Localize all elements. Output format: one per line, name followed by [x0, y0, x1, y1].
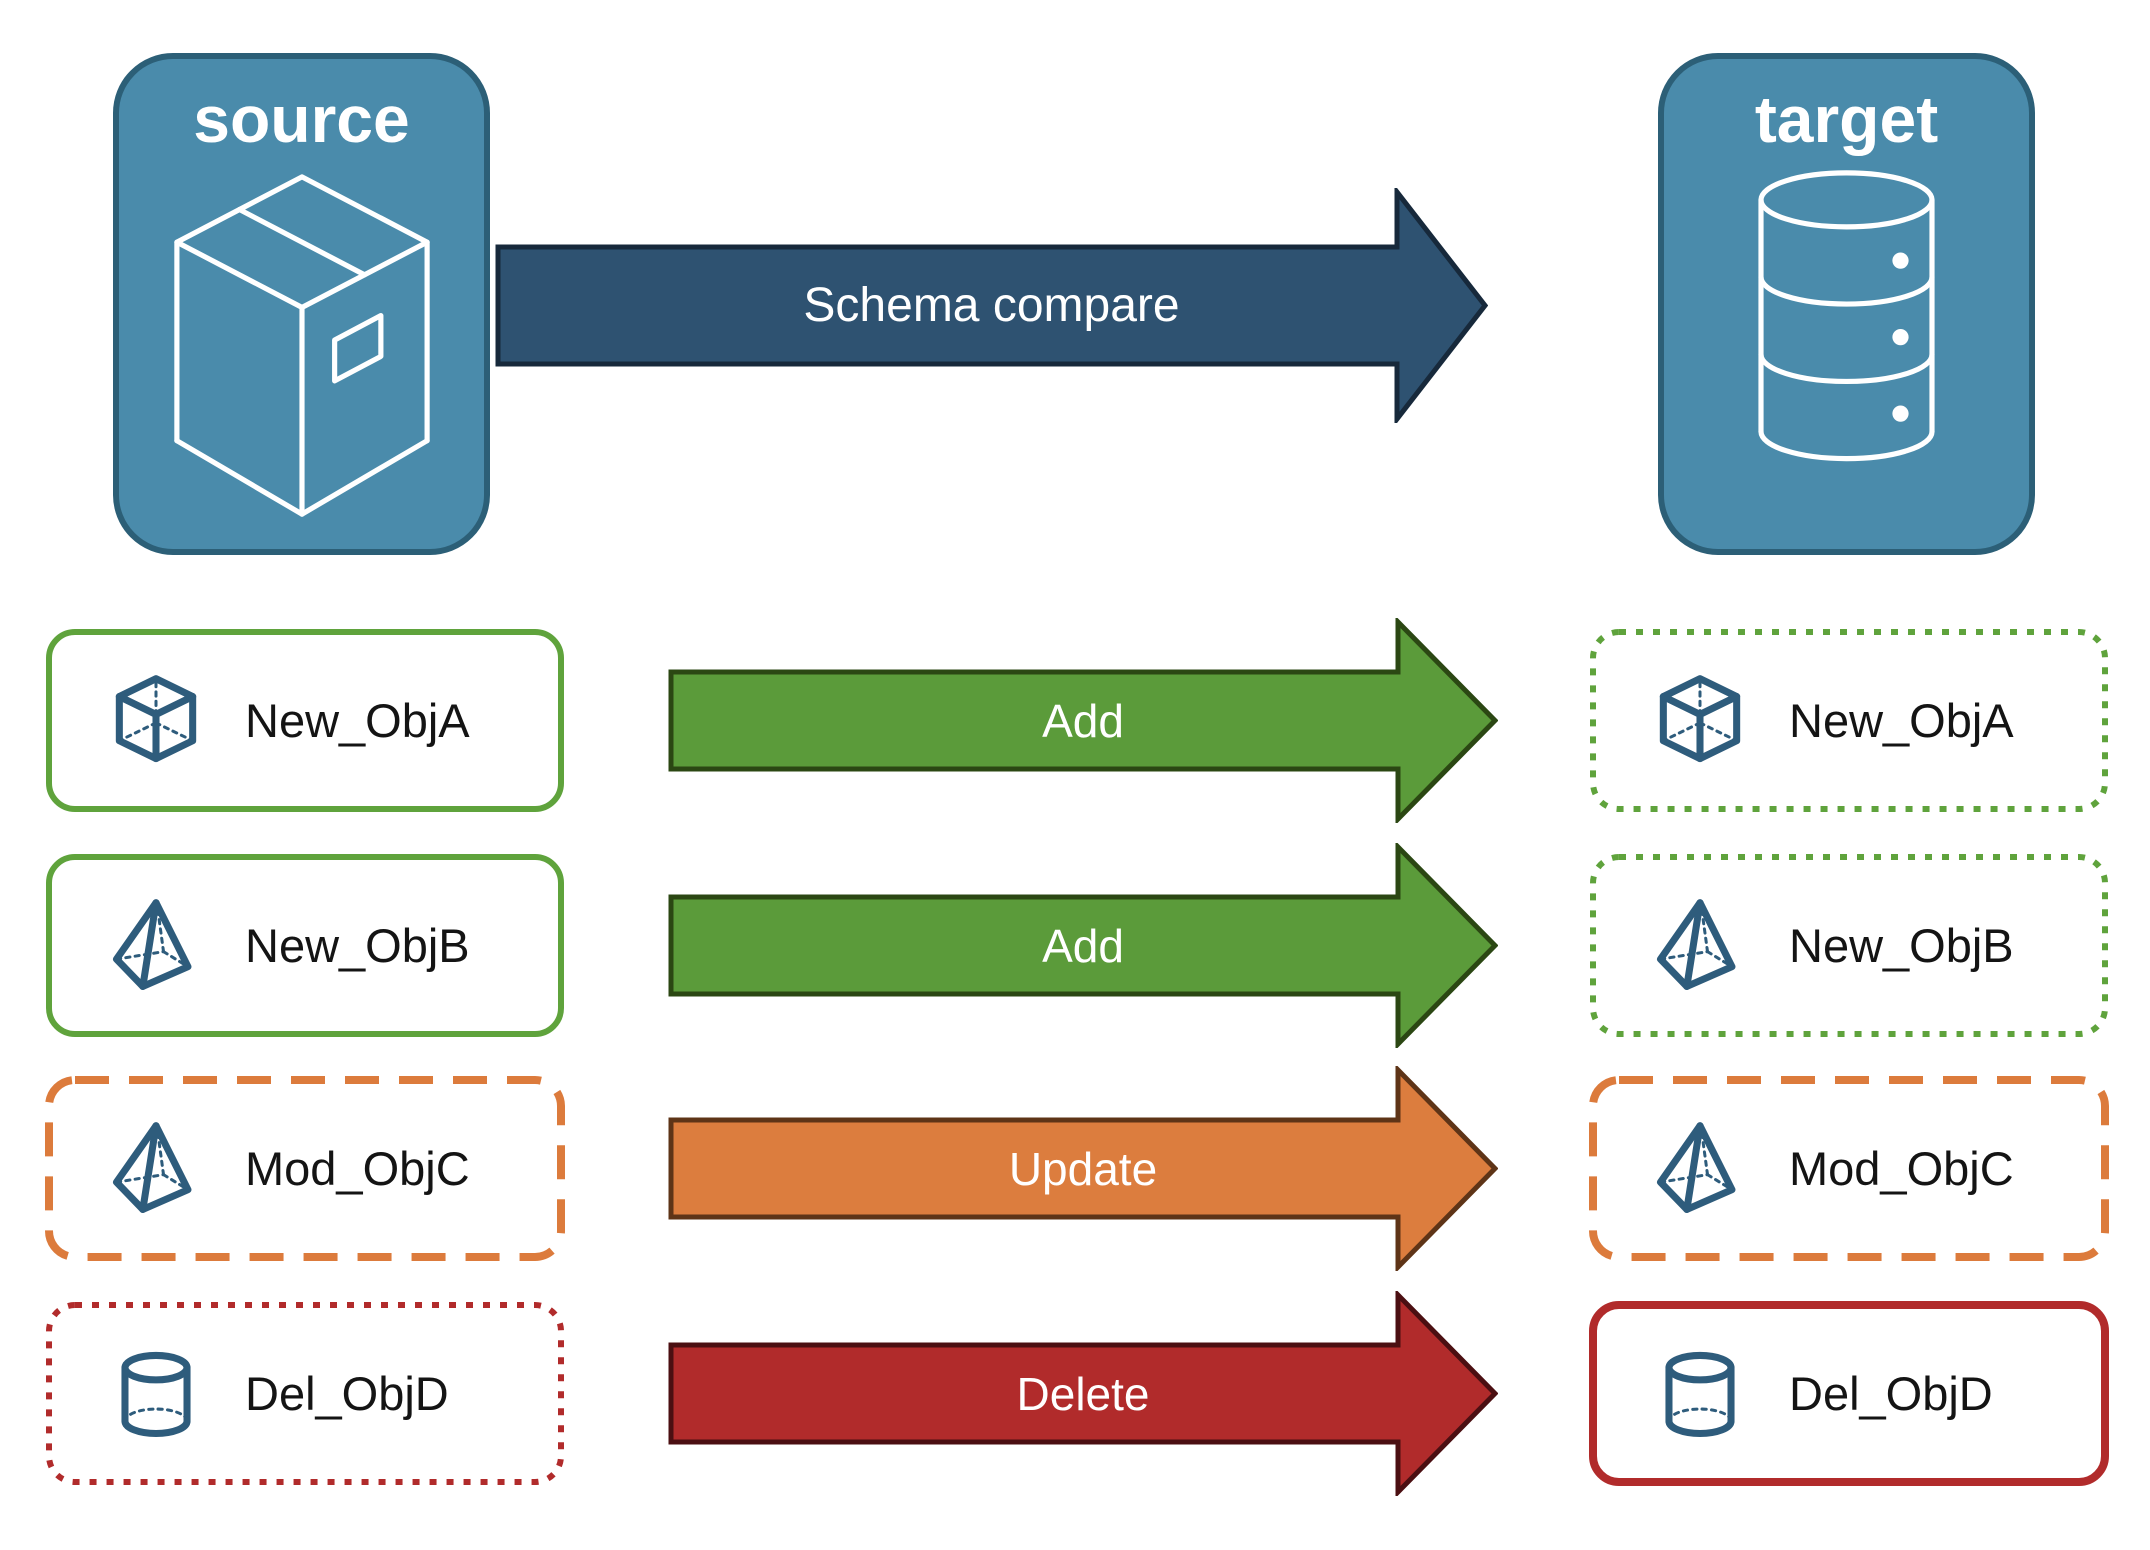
pyramid-icon [1653, 899, 1747, 993]
add-arrow: Add [668, 843, 1498, 1048]
cylinder-icon [109, 1347, 203, 1441]
delete-arrow: Delete [668, 1291, 1498, 1496]
schema-compare-arrow-label: Schema compare [803, 279, 1180, 332]
cube-icon [109, 674, 203, 768]
target-object-card-del-objd: Del_ObjD [1589, 1301, 2109, 1486]
pyramid-icon [1653, 1122, 1747, 1216]
add-arrow-label: Add [1042, 919, 1124, 972]
object-label: Mod_ObjC [245, 1142, 470, 1195]
object-label: Del_ObjD [245, 1367, 449, 1420]
source-object-card-mod-objc: Mod_ObjC [45, 1076, 565, 1261]
source-panel: source [113, 53, 490, 555]
object-label: Del_ObjD [1789, 1367, 1993, 1420]
cube-icon [1653, 674, 1747, 768]
update-arrow-label: Update [1008, 1142, 1158, 1195]
cylinder-icon [1653, 1347, 1747, 1441]
object-label: New_ObjB [1789, 919, 2014, 972]
source-panel-label: source [193, 82, 410, 156]
schema-compare-arrow-shape [495, 188, 1488, 423]
target-object-card-mod-objc: Mod_ObjC [1589, 1076, 2109, 1261]
target-panel-label: target [1754, 82, 1939, 156]
object-label: New_ObjA [1789, 694, 2014, 747]
pyramid-icon [109, 1122, 203, 1216]
object-label: Mod_ObjC [1789, 1142, 2014, 1195]
schema-compare-arrow: Schema compare [495, 188, 1488, 423]
object-label: New_ObjB [245, 919, 470, 972]
add-arrow-label: Add [1042, 694, 1124, 747]
source-object-card-new-objb: New_ObjB [45, 853, 565, 1038]
add-arrow: Add [668, 618, 1498, 823]
target-panel: target [1658, 53, 2035, 555]
pyramid-icon [109, 899, 203, 993]
object-label: New_ObjA [245, 694, 470, 747]
database-icon [1758, 169, 1935, 461]
source-object-card-new-obja: New_ObjA [45, 628, 565, 813]
update-arrow: Update [668, 1066, 1498, 1271]
target-object-card-new-obja: New_ObjA [1589, 628, 2109, 813]
delete-arrow-label: Delete [1016, 1367, 1150, 1420]
source-object-card-del-objd: Del_ObjD [45, 1301, 565, 1486]
package-box-icon [173, 173, 430, 517]
target-object-card-new-objb: New_ObjB [1589, 853, 2109, 1038]
